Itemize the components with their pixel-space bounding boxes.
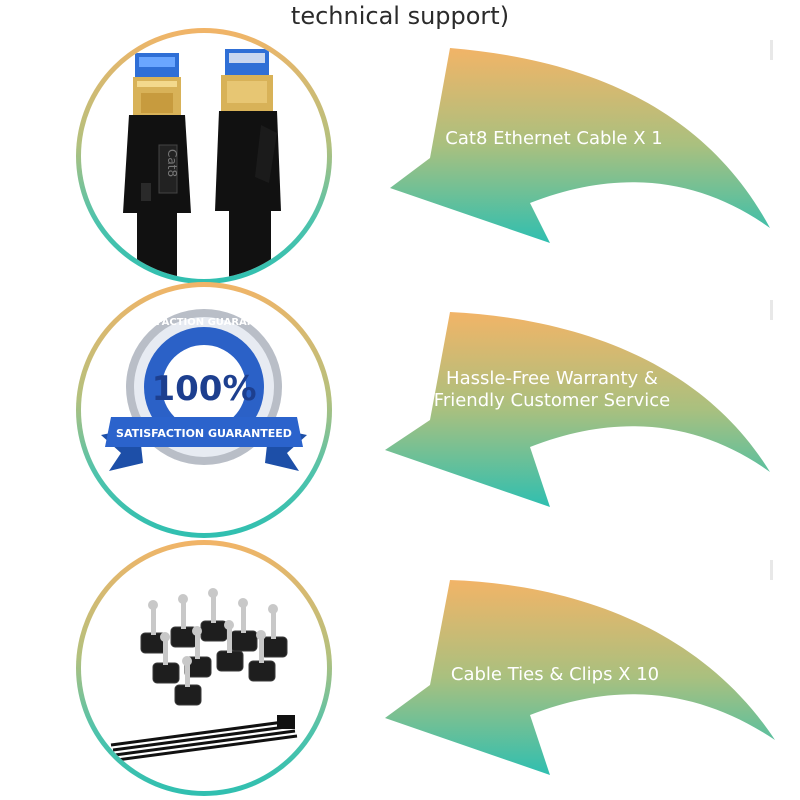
- circle-frame: [76, 540, 332, 796]
- ethernet-cable-image: Cat8: [81, 33, 327, 279]
- badge-big-text: 100%: [151, 369, 256, 409]
- circle-frame: SATISFACTION GUARANTEED 100% SATISFACTIO…: [76, 282, 332, 538]
- item-label-line2: Friendly Customer Service: [433, 390, 671, 411]
- item-label-line1: Hassle-Free Warranty &: [446, 368, 658, 389]
- connector-label: Cat8: [165, 149, 179, 177]
- arrow-banner: Cat8 Ethernet Cable X 1: [370, 28, 800, 288]
- item-cat8-cable: Cat8 Cat8 Ether: [0, 28, 800, 288]
- ethernet-cable-icon: Cat8: [123, 49, 281, 279]
- cable-clips-icon: [110, 588, 298, 762]
- badge-ribbon-text: SATISFACTION GUARANTEED: [116, 427, 292, 440]
- item-label: Cable Ties & Clips X 10: [450, 664, 660, 685]
- circle-frame: Cat8: [76, 28, 332, 284]
- item-cable-clips: Cable Ties & Clips X 10: [0, 540, 800, 800]
- item-label: Hassle-Free Warranty & Friendly Customer…: [392, 368, 712, 412]
- header-text: technical support): [290, 2, 510, 30]
- badge-top-text: SATISFACTION GUARANTEED: [124, 317, 284, 328]
- item-warranty: SATISFACTION GUARANTEED 100% SATISFACTIO…: [0, 282, 800, 542]
- cable-clips-image: [81, 545, 327, 791]
- arrow-banner: Hassle-Free Warranty & Friendly Customer…: [370, 282, 800, 542]
- satisfaction-badge-image: SATISFACTION GUARANTEED 100% SATISFACTIO…: [81, 287, 327, 533]
- satisfaction-guaranteed-badge: SATISFACTION GUARANTEED 100% SATISFACTIO…: [101, 309, 307, 471]
- item-label: Cat8 Ethernet Cable X 1: [445, 128, 663, 149]
- arrow-banner: Cable Ties & Clips X 10: [370, 540, 800, 800]
